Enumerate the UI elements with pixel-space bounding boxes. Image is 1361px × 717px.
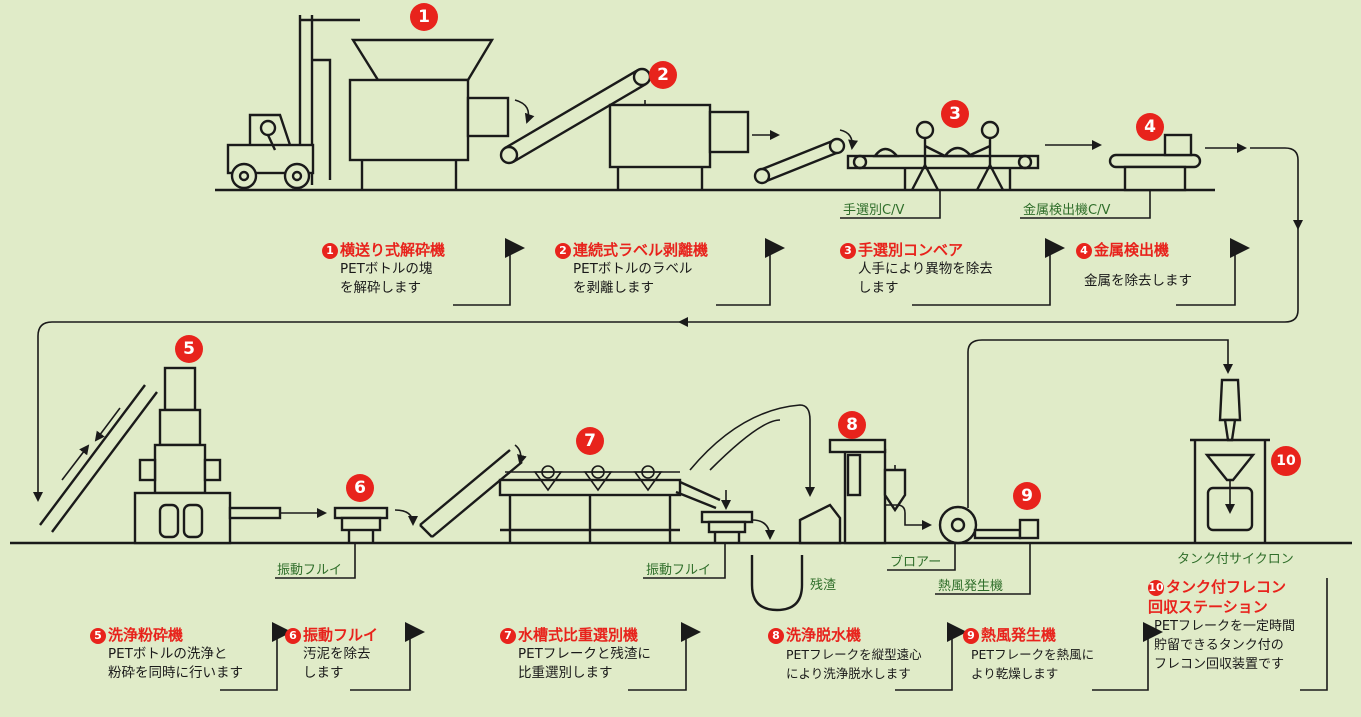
flow-route-line <box>33 143 1303 502</box>
incline-conveyor-icon <box>499 67 652 165</box>
step-badge-2: 2 <box>649 61 677 89</box>
svg-text:9: 9 <box>1021 486 1033 506</box>
step-desc-7: PETフレークと残渣に 比重選別します <box>518 646 651 681</box>
svg-text:6: 6 <box>354 478 366 498</box>
svg-text:5: 5 <box>183 339 195 359</box>
step-badge-10: 10 <box>1271 446 1301 476</box>
label-remover-icon <box>608 100 780 190</box>
label-vibrating-sieve-2: 振動フルイ <box>646 563 712 578</box>
hand-sort-conveyor-icon <box>846 120 1102 191</box>
info-box-brackets <box>220 252 1328 691</box>
label-metal-detector-cv: 金属検出機C/V <box>1023 203 1111 218</box>
label-residue: 残渣 <box>810 578 837 593</box>
screw-conveyor-icon <box>419 444 527 538</box>
svg-text:10: 10 <box>1276 453 1296 469</box>
vibrating-sieve-icon <box>333 506 418 543</box>
svg-text:1: 1 <box>418 7 430 27</box>
tank-cyclone-icon <box>1190 378 1270 543</box>
step-badge-7: 7 <box>576 427 604 455</box>
blower-icon <box>938 339 1233 545</box>
label-blower: ブロアー <box>890 555 942 570</box>
forklift-icon <box>226 15 360 190</box>
step-badge-3: 3 <box>941 100 969 128</box>
step-desc-10: PETフレークを一定時間 貯留できるタンク付の フレコン回収装置です <box>1154 619 1295 672</box>
step-desc-4: 金属を除去します <box>1084 273 1192 289</box>
step-desc-1: PETボトルの塊 を解砕します <box>340 261 433 296</box>
crusher-machine-icon <box>348 38 535 190</box>
step-badge-8: 8 <box>838 411 866 439</box>
label-hot-air-generator: 熱風発生機 <box>938 579 1004 594</box>
step-desc-3: 人手により異物を除去 します <box>858 261 993 296</box>
step-desc-9: PETフレークを熱風に より乾燥します <box>971 647 1095 681</box>
wash-crusher-icon <box>39 366 327 545</box>
svg-text:7: 7 <box>584 431 596 451</box>
transfer-conveyor-icon <box>753 129 859 185</box>
step-badge-4: 4 <box>1136 113 1164 141</box>
step-badge-9: 9 <box>1013 482 1041 510</box>
step-desc-5: PETボトルの洗浄と 粉砕を同時に行います <box>108 646 243 681</box>
label-hand-sort-cv: 手選別C/V <box>843 203 905 218</box>
label-tank-cyclone: タンク付サイクロン <box>1177 552 1294 567</box>
info-box-flags <box>272 238 1250 642</box>
label-vibrating-sieve-1: 振動フルイ <box>277 563 343 578</box>
dewatering-machine-icon <box>798 438 932 545</box>
vibrating-sieve-2-icon <box>700 510 804 612</box>
svg-text:4: 4 <box>1144 117 1156 137</box>
step-desc-2: PETボトルのラベル を剥離します <box>573 261 693 296</box>
step-badge-5: 5 <box>175 335 203 363</box>
water-tank-separator-icon <box>498 404 815 543</box>
metal-detector-icon <box>1108 133 1202 192</box>
step-badge-6: 6 <box>346 474 374 502</box>
step-desc-8: PETフレークを縦型遠心 により洗浄脱水します <box>786 647 922 681</box>
step-desc-6: 汚泥を除去 します <box>303 646 371 681</box>
step-badge-1: 1 <box>410 3 438 31</box>
label-leader-lines <box>275 190 1151 595</box>
svg-text:2: 2 <box>657 65 669 85</box>
svg-text:8: 8 <box>846 415 858 435</box>
svg-text:3: 3 <box>949 104 961 124</box>
